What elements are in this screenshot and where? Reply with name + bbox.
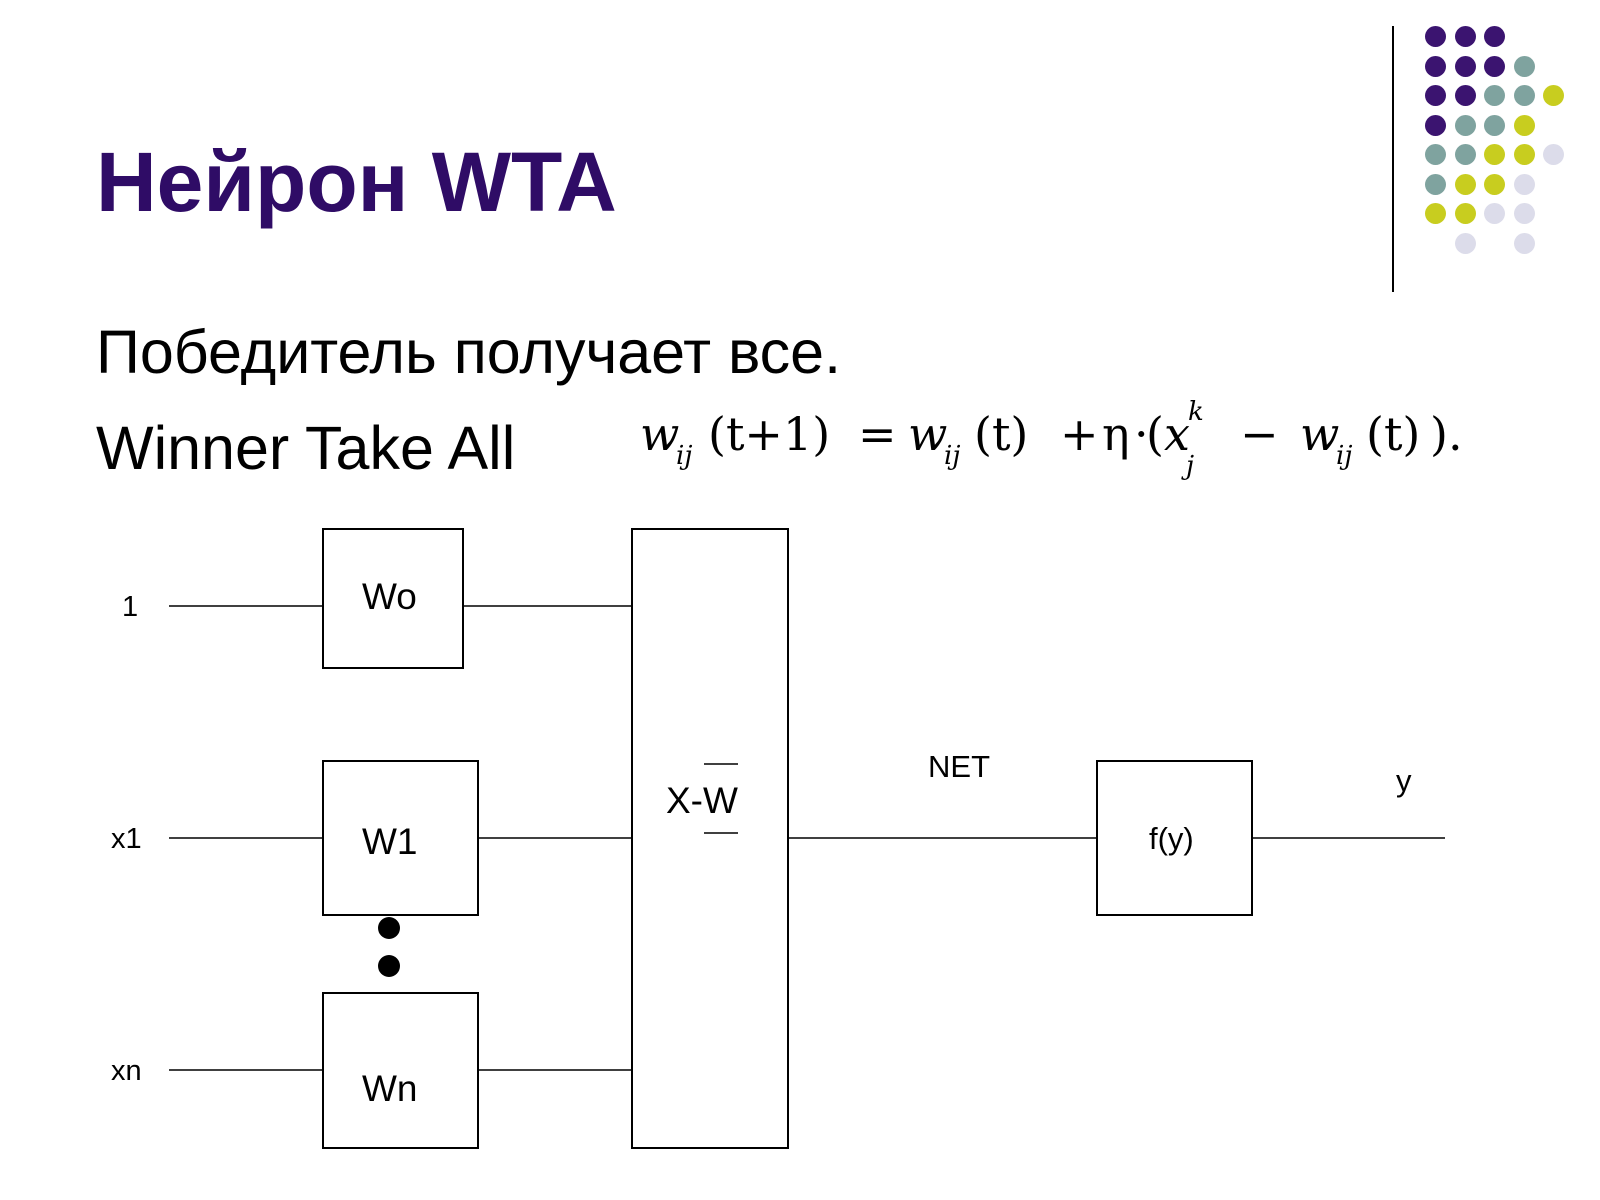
weight-box-wn — [322, 992, 479, 1149]
formula-lhs-sub: ij — [676, 441, 692, 471]
weight-label-wn: Wn — [362, 1068, 418, 1109]
formula-x-sup: k — [1188, 397, 1204, 427]
slide-title: Нейрон WTA — [96, 135, 617, 229]
formula-rhs-arg1: (t) — [974, 407, 1028, 461]
decor-dot — [1454, 26, 1476, 47]
formula-equals: = — [858, 407, 897, 461]
decor-dot — [1425, 26, 1446, 47]
input-label-xn: xn — [111, 1055, 142, 1087]
decor-dot — [1484, 114, 1505, 136]
decor-dot — [1454, 173, 1476, 195]
decor-dot — [1454, 144, 1476, 165]
decor-dot — [1543, 144, 1564, 165]
weight-box-wo — [322, 528, 464, 669]
decor-dot — [1513, 232, 1535, 254]
formula-rhs-w2: w — [1300, 407, 1339, 461]
formula-rhs-sub1: ij — [944, 441, 960, 471]
decor-dot — [1484, 85, 1505, 106]
decor-dot — [1425, 55, 1446, 77]
decor-dot — [1425, 85, 1446, 106]
text-winner-ru: Победитель получает все. — [96, 318, 842, 386]
decor-dot — [1425, 173, 1446, 195]
decor-dot — [1425, 203, 1446, 224]
output-label: y — [1396, 763, 1412, 798]
weight-label-wo: Wo — [362, 576, 417, 617]
decor-dot — [1454, 203, 1476, 224]
formula-rhs-arg2: (t) — [1366, 407, 1420, 461]
formula-eta: η — [1102, 407, 1130, 461]
formula-lhs-arg: (t+1) — [708, 407, 830, 461]
decor-dot — [1484, 26, 1505, 47]
decor-dot — [1484, 144, 1505, 165]
activation-label: f(y) — [1149, 821, 1194, 856]
activation-box — [1096, 760, 1253, 916]
decor-dot — [1425, 144, 1446, 165]
combiner-box — [631, 528, 789, 1149]
decor-dot — [1513, 144, 1535, 165]
formula-lhs-w: w — [640, 407, 679, 461]
formula-open-paren: ( — [1146, 407, 1164, 461]
decor-dot — [1513, 114, 1535, 136]
weight-label-w1: W1 — [362, 821, 418, 862]
decor-dot — [1454, 85, 1476, 106]
input-label-x1: x1 — [111, 823, 142, 855]
formula-minus: − — [1240, 407, 1279, 461]
decor-dot — [1454, 232, 1476, 254]
decor-dot — [1484, 173, 1505, 195]
ellipsis-dot — [378, 955, 400, 977]
decor-dot — [1543, 85, 1564, 106]
text-winner-en: Winner Take All — [96, 414, 516, 482]
formula-x: x — [1164, 407, 1190, 461]
decor-dot — [1513, 173, 1535, 195]
net-label: NET — [928, 749, 990, 784]
combiner-label: X-W — [666, 780, 738, 821]
weight-box-w1 — [322, 760, 479, 916]
decor-dot — [1484, 55, 1505, 77]
formula-rhs-w1: w — [908, 407, 947, 461]
decorative-dot-grid — [1425, 26, 1575, 256]
weight-update-formula: w ij (t+1) = w ij (t) + η · ( x k j − w … — [640, 397, 1540, 500]
input-label-1: 1 — [122, 591, 138, 623]
decor-dot — [1513, 203, 1535, 224]
formula-close: ). — [1430, 407, 1463, 461]
decor-dot — [1513, 85, 1535, 106]
decor-dot — [1513, 55, 1535, 77]
title-divider — [1392, 26, 1394, 292]
ellipsis-dot — [378, 917, 400, 939]
formula-dot: · — [1134, 407, 1149, 461]
decor-dot — [1454, 55, 1476, 77]
decor-dot — [1484, 203, 1505, 224]
decor-dot — [1454, 114, 1476, 136]
formula-rhs-sub2: ij — [1336, 441, 1352, 471]
formula-plus: + — [1060, 407, 1099, 461]
decor-dot — [1425, 114, 1446, 136]
